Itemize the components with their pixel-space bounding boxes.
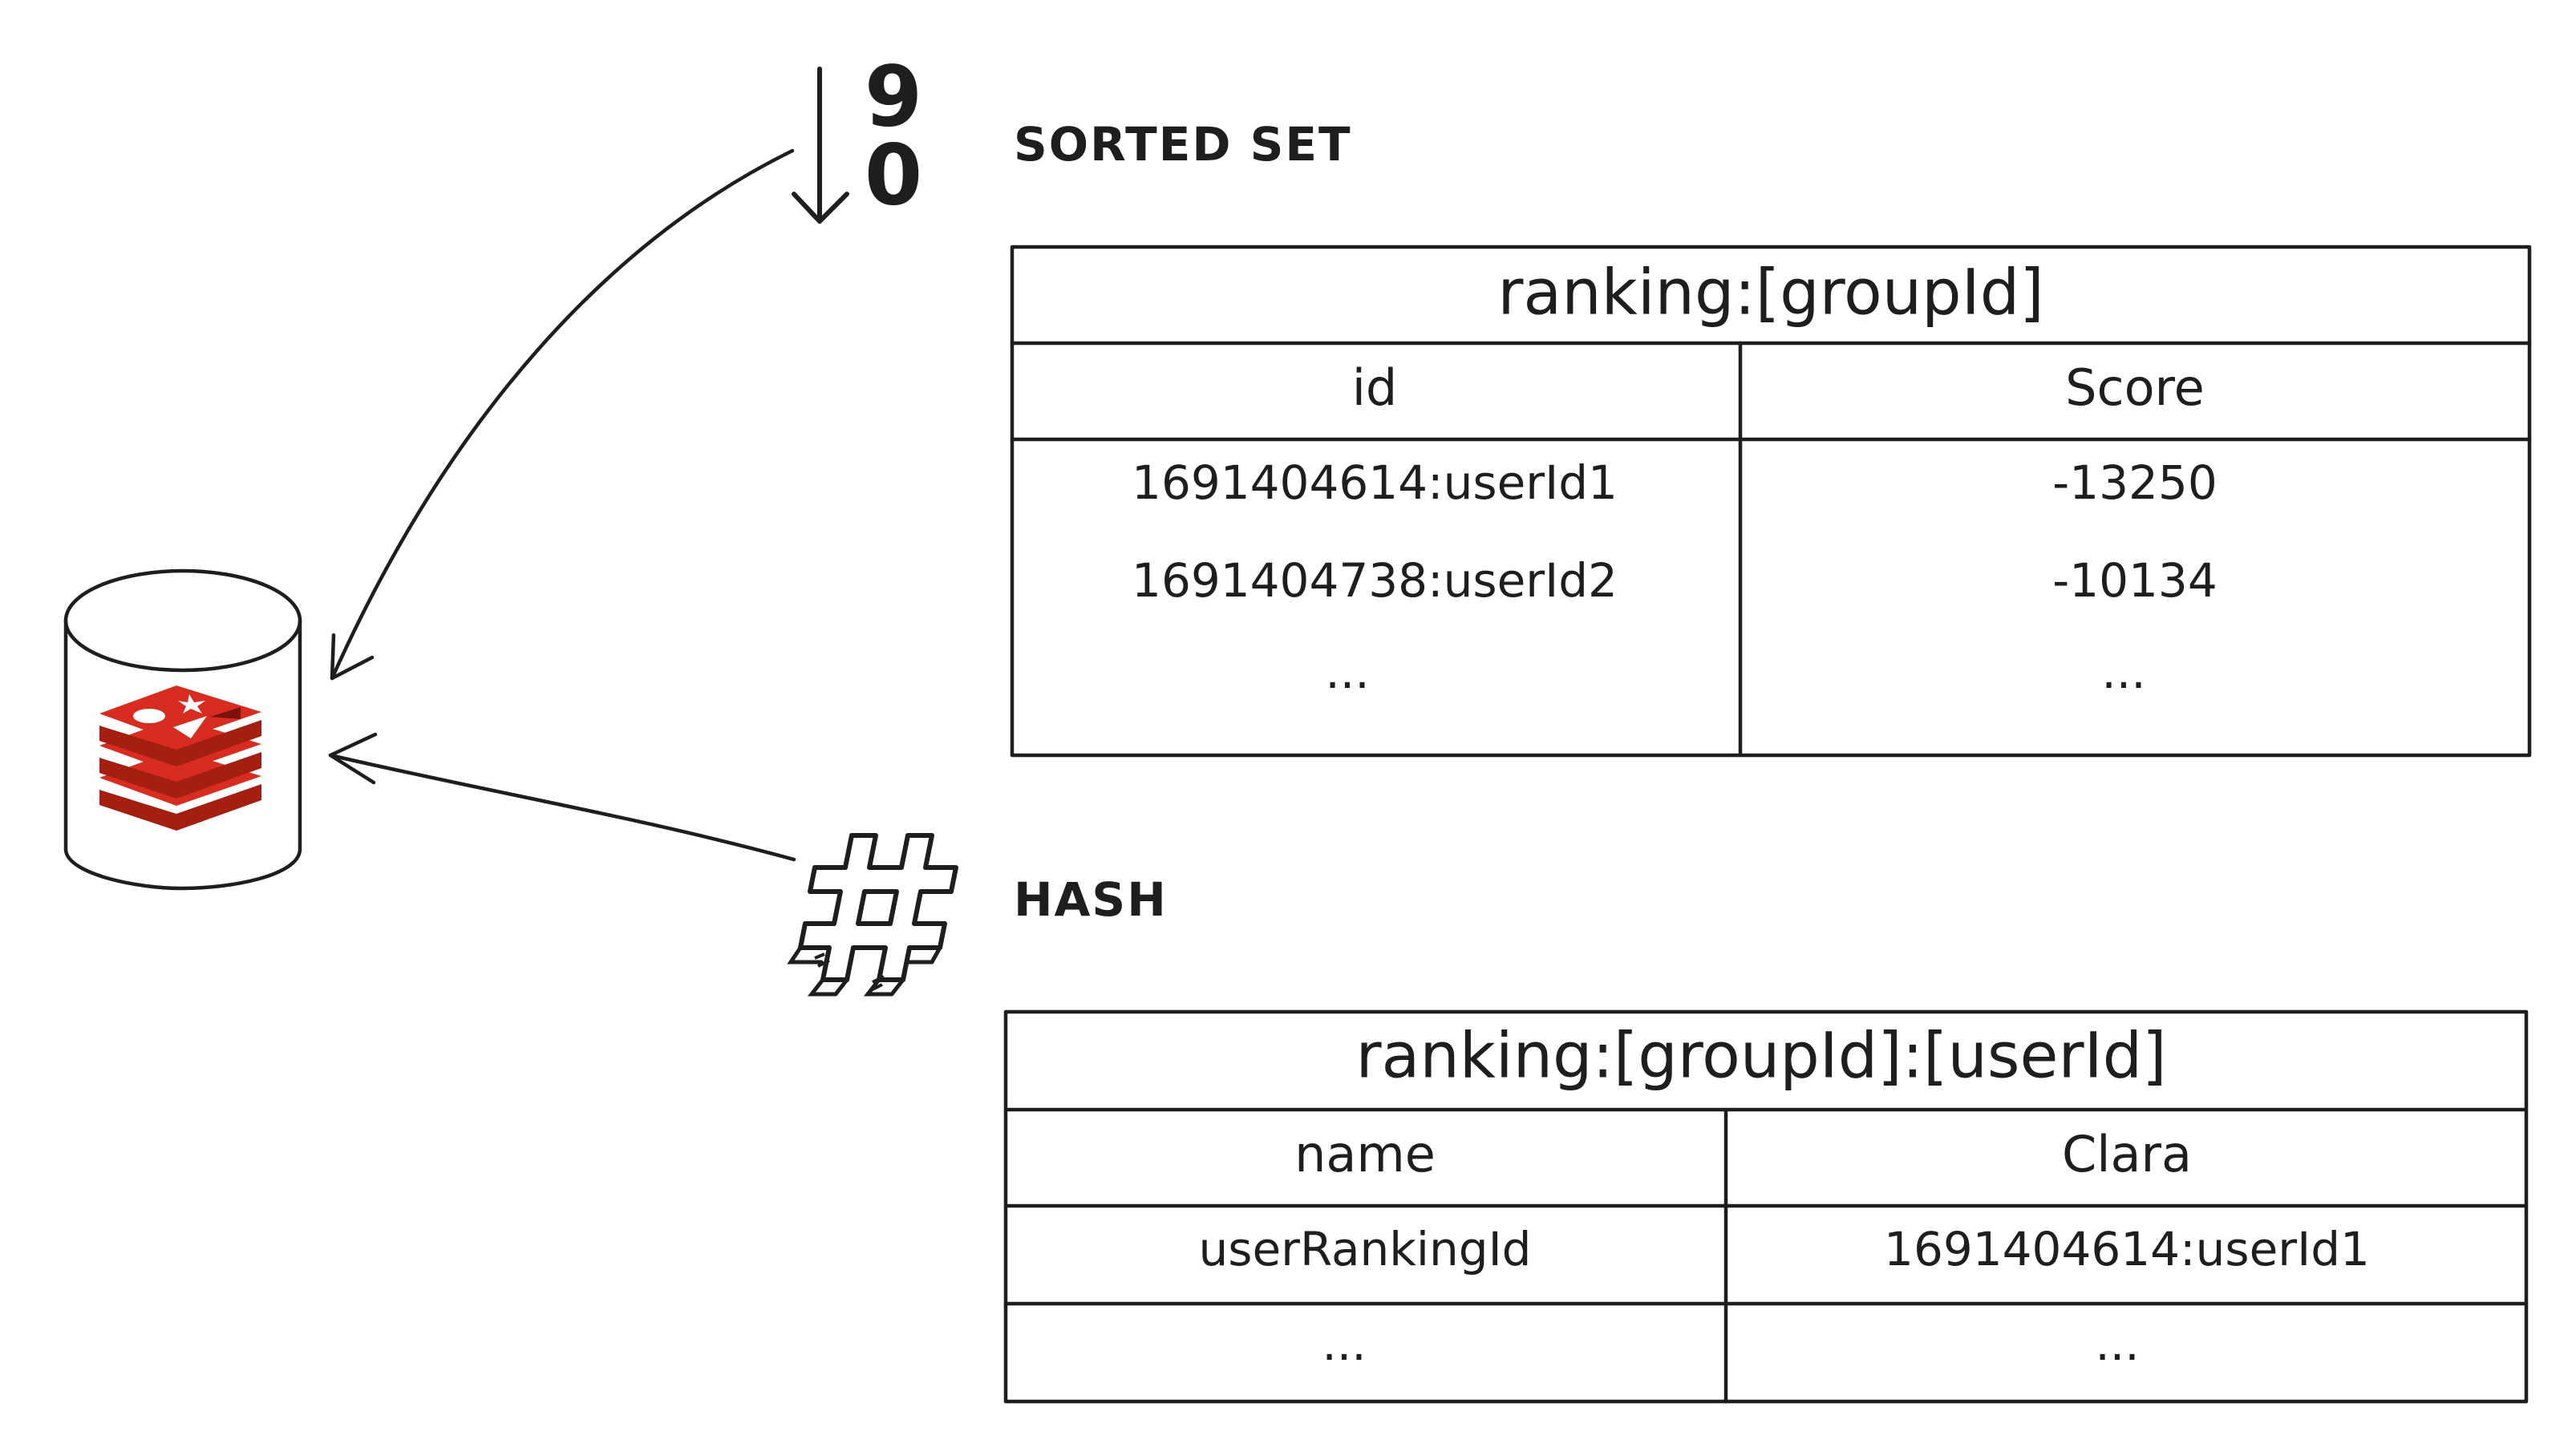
sorted-set-label: SORTED SET	[1014, 117, 1352, 172]
hash-table-title: ranking:[groupId]:[userId]	[1355, 1020, 2166, 1092]
sorted-set-header-id: id	[1352, 358, 1398, 417]
sorted-set-row-2-id: 1691404738:userId2	[1132, 553, 1618, 608]
sorted-set-row-2-score: -10134	[2052, 553, 2217, 608]
sorted-set-row-3-score: ...	[2101, 645, 2145, 699]
redis-logo-icon	[99, 686, 261, 831]
hash-icon	[787, 833, 958, 997]
hash-row-1-value: 1691404614:userId1	[1884, 1222, 2370, 1276]
hash-label: HASH	[1014, 872, 1168, 927]
redis-database-icon	[63, 568, 302, 891]
hash-header-name: name	[1294, 1125, 1436, 1183]
hash-table: ranking:[groupId]:[userId] name Clara us…	[1003, 1009, 2529, 1404]
sorted-set-row-1-id: 1691404614:userId1	[1132, 455, 1618, 510]
sort-icon-digit-top: 9	[865, 47, 922, 145]
hash-row-2-field: ...	[1322, 1316, 1366, 1371]
hash-row-1-field: userRankingId	[1198, 1222, 1531, 1276]
sorted-set-row-1-score: -13250	[2052, 455, 2217, 510]
sorted-set-table-title: ranking:[groupId]	[1497, 257, 2043, 329]
sort-icon-digit-bottom: 0	[865, 126, 922, 224]
sorted-set-header-score: Score	[2065, 358, 2205, 417]
hash-header-value: Clara	[2062, 1125, 2192, 1183]
hash-to-database-arrow	[328, 732, 796, 862]
hash-row-2-value: ...	[2095, 1316, 2139, 1371]
sorted-set-to-database-arrow	[330, 148, 795, 681]
sort-descending-9-0-icon: 9 0	[792, 47, 922, 224]
sorted-set-table: ranking:[groupId] id Score 1691404614:us…	[1010, 245, 2532, 758]
sorted-set-row-3-id: ...	[1325, 645, 1369, 699]
